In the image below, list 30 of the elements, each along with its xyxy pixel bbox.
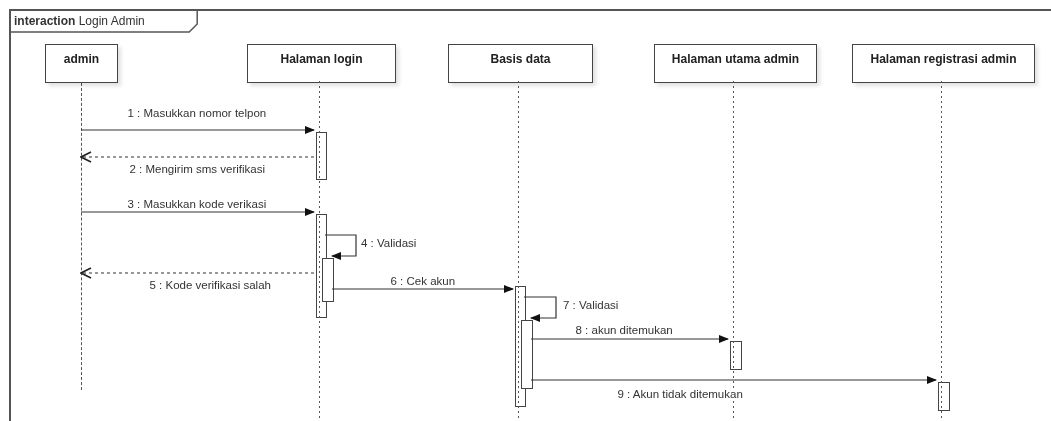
self-message-arrow bbox=[523, 296, 557, 322]
activation-bar bbox=[322, 258, 334, 302]
participant-box: Basis data bbox=[448, 44, 593, 83]
participant-box: Halaman registrasi admin bbox=[852, 44, 1035, 83]
message-label: 1 : Masukkan nomor telpon bbox=[126, 107, 268, 120]
return-message-arrow bbox=[80, 267, 315, 279]
message-label: 6 : Cek akun bbox=[389, 275, 457, 288]
message-arrow bbox=[80, 126, 315, 134]
self-message-arrow bbox=[324, 234, 357, 260]
participant-box: Halaman utama admin bbox=[654, 44, 817, 83]
activation-bar bbox=[316, 132, 327, 180]
activation-bar bbox=[521, 320, 533, 389]
message-label: 3 : Masukkan kode verikasi bbox=[126, 198, 268, 211]
message-label: 8 : akun ditemukan bbox=[574, 324, 674, 337]
message-label: 5 : Kode verifikasi salah bbox=[148, 279, 272, 292]
message-arrow bbox=[530, 335, 729, 343]
message-label: 2 : Mengirim sms verifikasi bbox=[128, 163, 266, 176]
lifeline bbox=[81, 83, 83, 390]
participant-box: admin bbox=[45, 44, 118, 83]
message-arrow bbox=[530, 376, 937, 384]
message-label: 7 : Validasi bbox=[562, 299, 620, 312]
activation-bar bbox=[730, 341, 742, 370]
frame-title: interaction Login Admin bbox=[14, 14, 145, 28]
participant-box: Halaman login bbox=[247, 44, 396, 83]
message-label: 4 : Validasi bbox=[360, 237, 418, 250]
return-message-arrow bbox=[80, 151, 315, 163]
message-arrow bbox=[331, 285, 514, 293]
message-label: 9 : Akun tidak ditemukan bbox=[616, 388, 744, 401]
activation-bar bbox=[938, 382, 950, 411]
message-arrow bbox=[80, 208, 315, 216]
